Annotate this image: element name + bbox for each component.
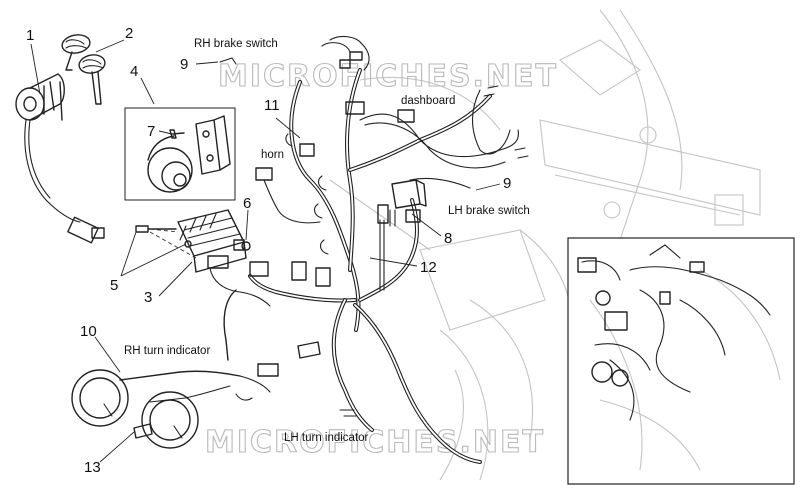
label-rh-brake-switch: RH brake switch [194, 38, 278, 50]
callout-11: 11 [264, 97, 280, 114]
callout-1: 1 [26, 27, 34, 44]
watermark-top: MICROFICHES.NET [218, 59, 558, 94]
callout-3: 3 [144, 289, 152, 306]
ignition-switch [15, 73, 105, 244]
rh-turn-indicator-assembly [71, 363, 357, 449]
label-horn: horn [261, 149, 284, 161]
relay-assembly [389, 177, 471, 227]
leader-lines [30, 39, 501, 463]
overview-inset [567, 237, 795, 485]
main-harness [248, 68, 492, 464]
ignition-keys [61, 34, 106, 105]
callout-8: 8 [444, 230, 452, 247]
callout-13: 13 [84, 459, 101, 476]
callout-9-lh: 9 [503, 175, 511, 192]
label-dashboard: dashboard [401, 95, 455, 107]
callout-7: 7 [147, 123, 155, 140]
horn-assembly [124, 107, 236, 201]
label-lh-turn-indicator: LH turn indicator [284, 432, 369, 444]
callout-5: 5 [110, 277, 118, 294]
callout-10: 10 [80, 323, 97, 340]
label-lh-brake-switch: LH brake switch [448, 205, 530, 217]
watermark-bottom: MICROFICHES.NET [205, 425, 545, 460]
callout-4: 4 [130, 63, 138, 80]
callout-9-rh: 9 [180, 56, 188, 73]
harness-clips [223, 133, 331, 361]
label-rh-turn-indicator: RH turn indicator [124, 345, 210, 357]
callout-12: 12 [420, 259, 437, 276]
callout-6: 6 [243, 195, 251, 212]
dashboard-bundle [219, 35, 529, 169]
voltage-regulator [135, 209, 271, 307]
callout-2: 2 [125, 25, 133, 42]
